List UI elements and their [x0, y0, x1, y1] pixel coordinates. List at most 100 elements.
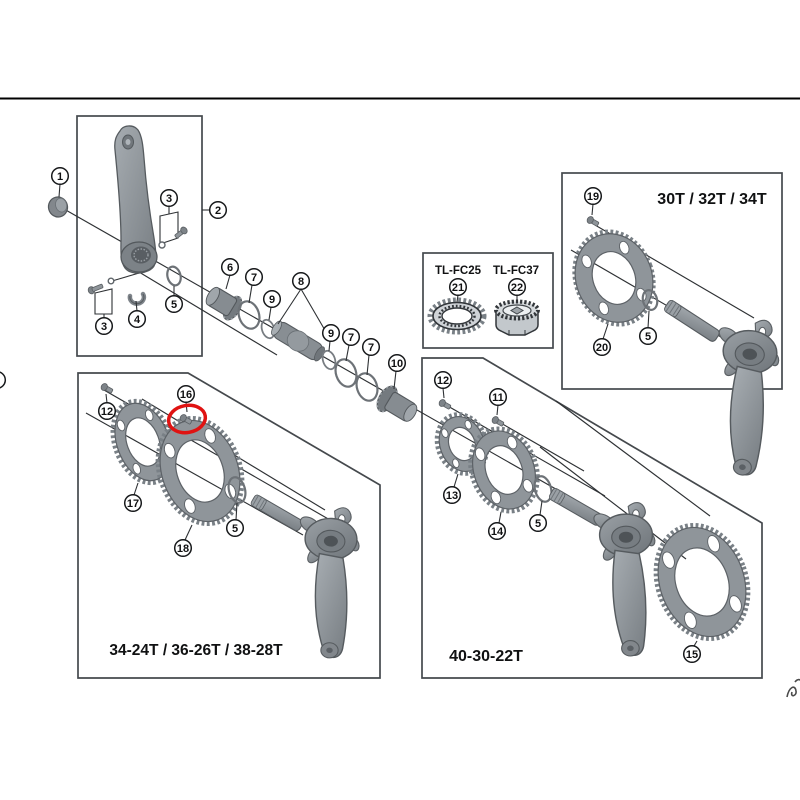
chainring-14 — [468, 426, 540, 514]
pinch-bolt-upper-bracket — [159, 211, 179, 245]
o-ring-bottom-left — [227, 476, 247, 504]
svg-text:6: 6 — [227, 262, 233, 274]
callout-19: 19 — [583, 186, 603, 206]
callout-6: 6 — [220, 257, 240, 277]
svg-text:5: 5 — [645, 331, 651, 343]
crank-arm-cap — [47, 196, 69, 218]
o-ring-bottom-right — [533, 475, 553, 503]
svg-text:12: 12 — [101, 406, 113, 418]
callout-7-c: 7 — [361, 337, 381, 357]
fixing-bolt-12-right — [437, 397, 453, 412]
svg-text:8: 8 — [298, 276, 304, 288]
svg-text:21: 21 — [452, 282, 464, 294]
callout-1: 1 — [50, 166, 70, 186]
chainring-18 — [155, 415, 245, 527]
callout-4: 4 — [127, 309, 147, 329]
svg-text:11: 11 — [492, 392, 504, 404]
svg-text:18: 18 — [177, 543, 189, 555]
callout-9-a: 9 — [262, 289, 282, 309]
callout-leader-lines — [58, 183, 698, 647]
bottom-right-box-title: 40-30-22T — [449, 648, 523, 665]
svg-text:1: 1 — [57, 171, 63, 183]
chainring-fixing-bolt-19 — [585, 214, 601, 229]
o-ring-c — [355, 372, 379, 402]
callout-16: 16 — [176, 384, 196, 404]
top-right-box-title: 30T / 32T / 34T — [657, 191, 767, 208]
svg-text:19: 19 — [587, 191, 599, 203]
right-crank-bottom-right — [590, 501, 658, 657]
callout-8: 8 — [291, 271, 311, 291]
tool-label-tl-fc25: TL-FC25 — [435, 265, 482, 277]
right-crank-bottom-left — [289, 504, 364, 660]
pinch-bolt-lower-washer — [107, 277, 115, 285]
chainring-20 — [572, 229, 656, 327]
o-ring-left-crank — [166, 265, 182, 287]
callout-2: 2 — [208, 200, 228, 220]
callout-18: 18 — [173, 538, 193, 558]
svg-text:15: 15 — [686, 649, 698, 661]
svg-text:12: 12 — [437, 375, 449, 387]
callout-11: 11 — [488, 387, 508, 407]
o-ring-a — [237, 300, 261, 330]
tool-tl-fc37 — [494, 299, 540, 336]
spacer-b — [321, 349, 337, 371]
bottom-left-box-outline — [77, 372, 381, 679]
callout-3-upper: 3 — [159, 188, 179, 208]
pinch-bolt-lower — [87, 283, 104, 295]
right-bearing-cup — [376, 385, 418, 422]
inner-cover-sleeve — [271, 320, 325, 362]
o-ring-b — [334, 358, 358, 388]
svg-text:16: 16 — [180, 389, 192, 401]
svg-text:5: 5 — [232, 523, 238, 535]
callout-5-top-right: 5 — [638, 326, 658, 346]
svg-text:5: 5 — [535, 518, 541, 530]
pinch-bolt-lower-bracket — [94, 288, 113, 315]
highlight-circle-part-16 — [166, 403, 208, 435]
callouts: 1 2 3 3 4 5 6 7 9 8 9 7 7 10 21 22 19 20… — [50, 166, 702, 664]
corner-scribble-mark — [786, 678, 800, 698]
svg-text:10: 10 — [391, 358, 403, 370]
pinch-bolt-upper-washer — [158, 241, 166, 249]
callout-3-lower: 3 — [94, 316, 114, 336]
callout-20: 20 — [592, 337, 612, 357]
svg-text:17: 17 — [127, 498, 139, 510]
top-right-box-outline — [561, 172, 783, 390]
svg-text:3: 3 — [101, 321, 107, 333]
spindle-top-right — [662, 298, 722, 344]
left-crank-arm — [114, 125, 158, 274]
chainring-15 — [653, 522, 751, 642]
svg-text:20: 20 — [596, 342, 608, 354]
callout-14: 14 — [487, 521, 507, 541]
callout-5-bottom-left: 5 — [225, 518, 245, 538]
left-crank-box-outline — [76, 115, 203, 357]
bottom-left-box-title: 34-24T / 36-26T / 38-28T — [109, 642, 283, 659]
callout-5-left: 5 — [164, 294, 184, 314]
tool-label-tl-fc37: TL-FC37 — [493, 265, 539, 277]
callout-7-a: 7 — [244, 267, 264, 287]
svg-text:7: 7 — [348, 332, 354, 344]
svg-text:9: 9 — [269, 294, 275, 306]
svg-text:5: 5 — [171, 299, 177, 311]
tools-box-outline — [422, 252, 554, 349]
callout-22: 22 — [507, 277, 527, 297]
callout-21: 21 — [448, 277, 468, 297]
svg-text:7: 7 — [368, 342, 374, 354]
pinch-bolt-upper — [174, 226, 188, 239]
callout-12-right: 12 — [433, 370, 453, 390]
o-ring-top-right — [641, 289, 659, 311]
tool-tl-fc25 — [427, 297, 487, 335]
svg-text:14: 14 — [491, 526, 504, 538]
callout-15: 15 — [682, 644, 702, 664]
callout-9-b: 9 — [321, 323, 341, 343]
fixing-bolt-11 — [490, 414, 506, 429]
bottom-right-box-outline — [421, 357, 763, 679]
callout-7-b: 7 — [341, 327, 361, 347]
fixing-bolt-12-left — [99, 381, 115, 396]
svg-text:13: 13 — [446, 490, 458, 502]
callout-17: 17 — [123, 493, 143, 513]
callout-10: 10 — [387, 353, 407, 373]
assembly-axis-lines — [63, 208, 755, 560]
stopper-plate — [127, 291, 147, 306]
